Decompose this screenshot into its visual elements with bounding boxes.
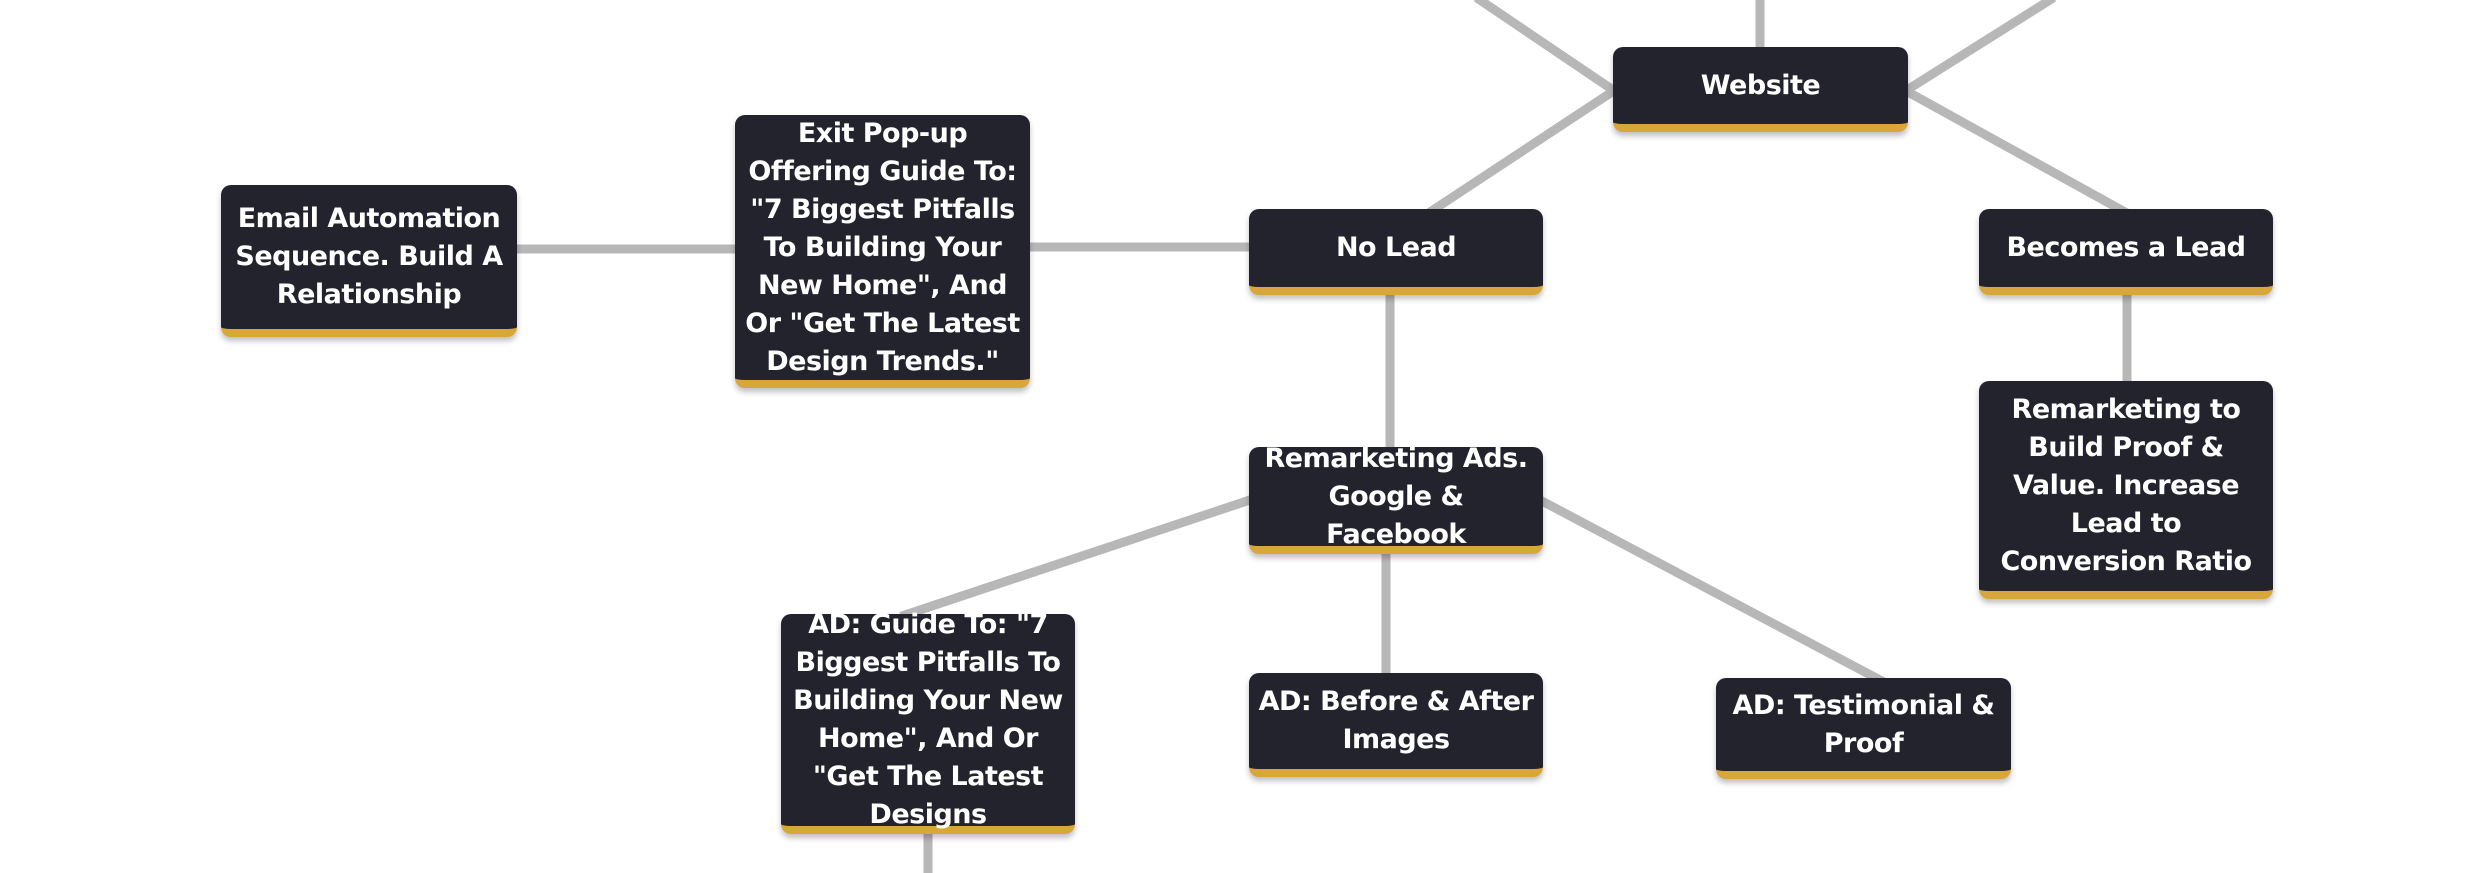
edge-website-up-left xyxy=(1473,0,1617,95)
edge-remarketing-ads-ad-guide xyxy=(899,494,1256,621)
node-email-automation-label: Email Automation Sequence. Build A Relat… xyxy=(235,203,503,310)
node-no-lead-label: No Lead xyxy=(1335,232,1457,263)
node-no-lead[interactable]: No Lead xyxy=(1249,209,1543,295)
node-becomes-lead-label: Becomes a Lead xyxy=(2006,232,2246,263)
node-website-label: Website xyxy=(1700,69,1821,101)
edge-website-no-lead xyxy=(1423,85,1619,219)
node-exit-popup-label: Exit Pop-up Offering Guide To: "7 Bigges… xyxy=(745,117,1020,377)
node-email-automation[interactable]: Email Automation Sequence. Build A Relat… xyxy=(221,185,517,337)
node-ad-before-after[interactable]: AD: Before & After Images xyxy=(1249,673,1543,777)
node-remarketing-ads[interactable]: Remarketing Ads. Google & Facebook xyxy=(1249,443,1543,554)
edge-remarketing-ads-testimonial xyxy=(1533,493,1887,687)
node-exit-popup[interactable]: Exit Pop-up Offering Guide To: "7 Bigges… xyxy=(735,115,1030,388)
node-ad-before-after-label: AD: Before & After Images xyxy=(1258,686,1534,755)
node-remarketing-proof[interactable]: Remarketing to Build Proof & Value. Incr… xyxy=(1979,381,2273,599)
edge-website-up-right xyxy=(1903,0,2057,95)
node-ad-guide[interactable]: AD: Guide To: "7 Biggest Pitfalls To Bui… xyxy=(781,609,1075,834)
edge-website-becomes-lead xyxy=(1901,85,2132,219)
node-becomes-lead[interactable]: Becomes a Lead xyxy=(1979,209,2273,295)
node-ad-testimonial[interactable]: AD: Testimonial & Proof xyxy=(1716,678,2011,779)
node-remarketing-proof-label: Remarketing to Build Proof & Value. Incr… xyxy=(2000,394,2252,577)
node-website[interactable]: Website xyxy=(1613,47,1908,132)
node-ad-guide-label: AD: Guide To: "7 Biggest Pitfalls To Bui… xyxy=(793,609,1063,830)
node-ad-testimonial-label: AD: Testimonial & Proof xyxy=(1732,689,1995,759)
node-remarketing-ads-label: Remarketing Ads. Google & Facebook xyxy=(1264,442,1528,550)
